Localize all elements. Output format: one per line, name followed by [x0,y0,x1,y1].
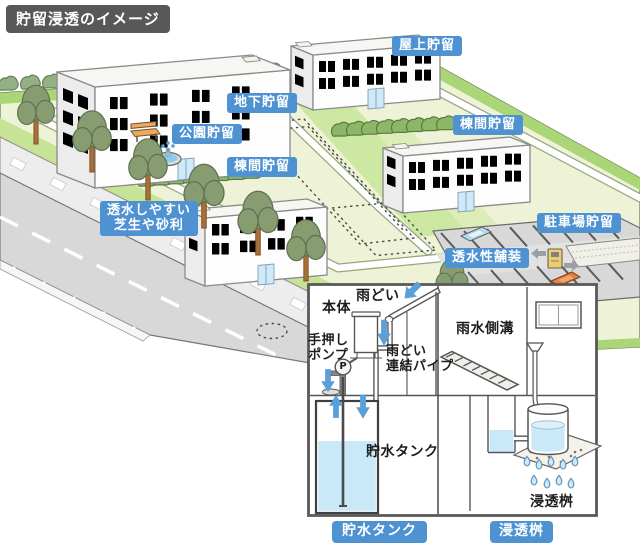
inset-label-infiltration-basin: 浸透桝 [530,494,574,510]
label-permeable-pavement: 透水性舗装 [445,248,530,268]
building-right [382,136,531,214]
rain-barrel-body [353,315,379,354]
label-park-storage: 公園貯留 [172,124,243,144]
inset-label-rain-gutter: 雨どい [356,288,400,304]
side-ditch-grating [439,350,520,391]
arrow-right-icon [564,260,579,271]
pump-symbol-circle [334,358,352,376]
label-parking-storage: 駐車場貯留 [537,213,622,233]
label-rooftop-storage: 屋上貯留 [392,36,463,56]
storage-tank-panel [314,278,441,515]
ditch-channel [469,396,516,511]
inset-label-hand-pump-line2: ポンプ [308,348,349,363]
label-permeable-lawn: 透水しやすい 芝生や砂利 [100,201,198,236]
infiltration-basin-barrel [527,403,569,456]
infiltration-panel [439,287,603,511]
label-between-buildings-storage-right: 棟間貯留 [453,115,524,135]
inset-label-connecting-pipe-line1: 雨どい [386,344,427,359]
park-bench [130,121,161,142]
inset-label-connecting-pipe-line2: 連結パイプ [386,359,454,374]
label-underground-storage: 地下貯留 [227,93,298,113]
page-title: 貯留浸透のイメージ [6,5,170,33]
label-storage-tank-badge: 貯水タンク [332,521,427,543]
label-between-buildings-storage-mid: 棟間貯留 [227,157,298,177]
inset-label-hand-pump: 手押し ポンプ [308,333,349,363]
park-fountain [154,141,182,167]
inset-label-barrel-body: 本体 [322,300,351,316]
label-infiltration-basin-badge: 浸透桝 [490,521,553,543]
pump-symbol: P [339,361,347,372]
label-permeable-lawn-line2: 芝生や砂利 [113,218,184,233]
ticket-machine [547,248,563,269]
inset-label-hand-pump-line1: 手押し [308,333,349,348]
funnel [525,342,545,352]
inset-detail-box [307,278,603,517]
car-blue [459,226,493,242]
inset-label-connecting-pipe: 雨どい 連結パイプ [386,344,454,374]
road-center-line [0,215,299,368]
inset-label-storage-tank: 貯水タンク [366,444,439,460]
underground-storage-tank [314,377,380,515]
label-permeable-lawn-line1: 透水しやすい [107,203,191,218]
arrow-left-icon [531,248,546,259]
permeable-pavement-strip [565,237,640,268]
building-rooftop-storage [290,34,441,111]
inset-label-rain-side-ditch: 雨水側溝 [456,321,514,337]
basin-bowl [322,388,340,396]
